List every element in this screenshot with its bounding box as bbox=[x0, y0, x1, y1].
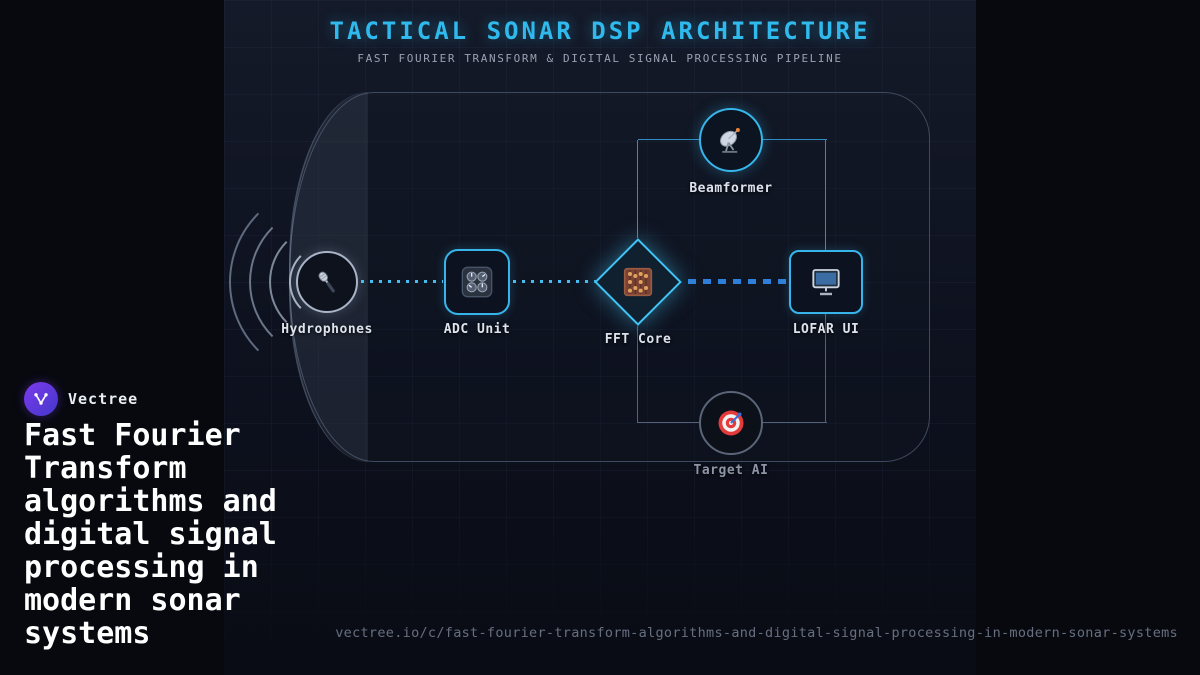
node-label-hydrophones: Hydrophones bbox=[281, 322, 373, 337]
sonar-wave-arc bbox=[269, 224, 385, 340]
target-icon bbox=[716, 408, 746, 438]
node-beamformer bbox=[699, 108, 763, 172]
sonar-wave-arc bbox=[249, 204, 405, 360]
node-label-fft-core: FFT Core bbox=[604, 332, 672, 347]
connector-lofar-bottom bbox=[825, 314, 826, 423]
node-label-lofar-ui: LOFAR UI bbox=[792, 322, 860, 337]
sonar-wave-arc bbox=[289, 244, 365, 320]
article-headline: Fast Fourier Transform algorithms and di… bbox=[24, 418, 277, 651]
page-title: TACTICAL SONAR DSP ARCHITECTURE bbox=[329, 17, 871, 45]
connector-adc-fft bbox=[513, 280, 599, 283]
node-label-adc-unit: ADC Unit bbox=[443, 322, 511, 337]
article-url: vectree.io/c/fast-fourier-transform-algo… bbox=[335, 625, 1178, 641]
connector-fft-beamformer bbox=[637, 140, 638, 238]
node-target-ai bbox=[699, 391, 763, 455]
microphone-icon bbox=[309, 264, 345, 300]
control-knobs-icon bbox=[461, 266, 493, 298]
brand-name: Vectree bbox=[68, 390, 139, 408]
node-adc-unit bbox=[444, 249, 510, 315]
satellite-dish-icon bbox=[716, 125, 746, 155]
connector-fft-lofar bbox=[688, 279, 788, 284]
desktop-monitor-icon bbox=[810, 266, 842, 298]
abacus-icon bbox=[622, 266, 654, 298]
node-label-beamformer: Beamformer bbox=[689, 181, 773, 196]
connector-lofar-top bbox=[825, 140, 826, 250]
vectree-logo-icon bbox=[24, 382, 58, 416]
connector-hydrophones-adc bbox=[361, 280, 443, 283]
node-lofar-ui bbox=[789, 250, 863, 314]
node-hydrophones bbox=[296, 251, 358, 313]
node-label-target-ai: Target AI bbox=[693, 463, 769, 478]
connector-fft-target bbox=[637, 326, 638, 423]
node-fft-core bbox=[594, 238, 682, 326]
page-subtitle: FAST FOURIER TRANSFORM & DIGITAL SIGNAL … bbox=[357, 52, 843, 65]
sonar-wave-arc bbox=[229, 184, 425, 380]
